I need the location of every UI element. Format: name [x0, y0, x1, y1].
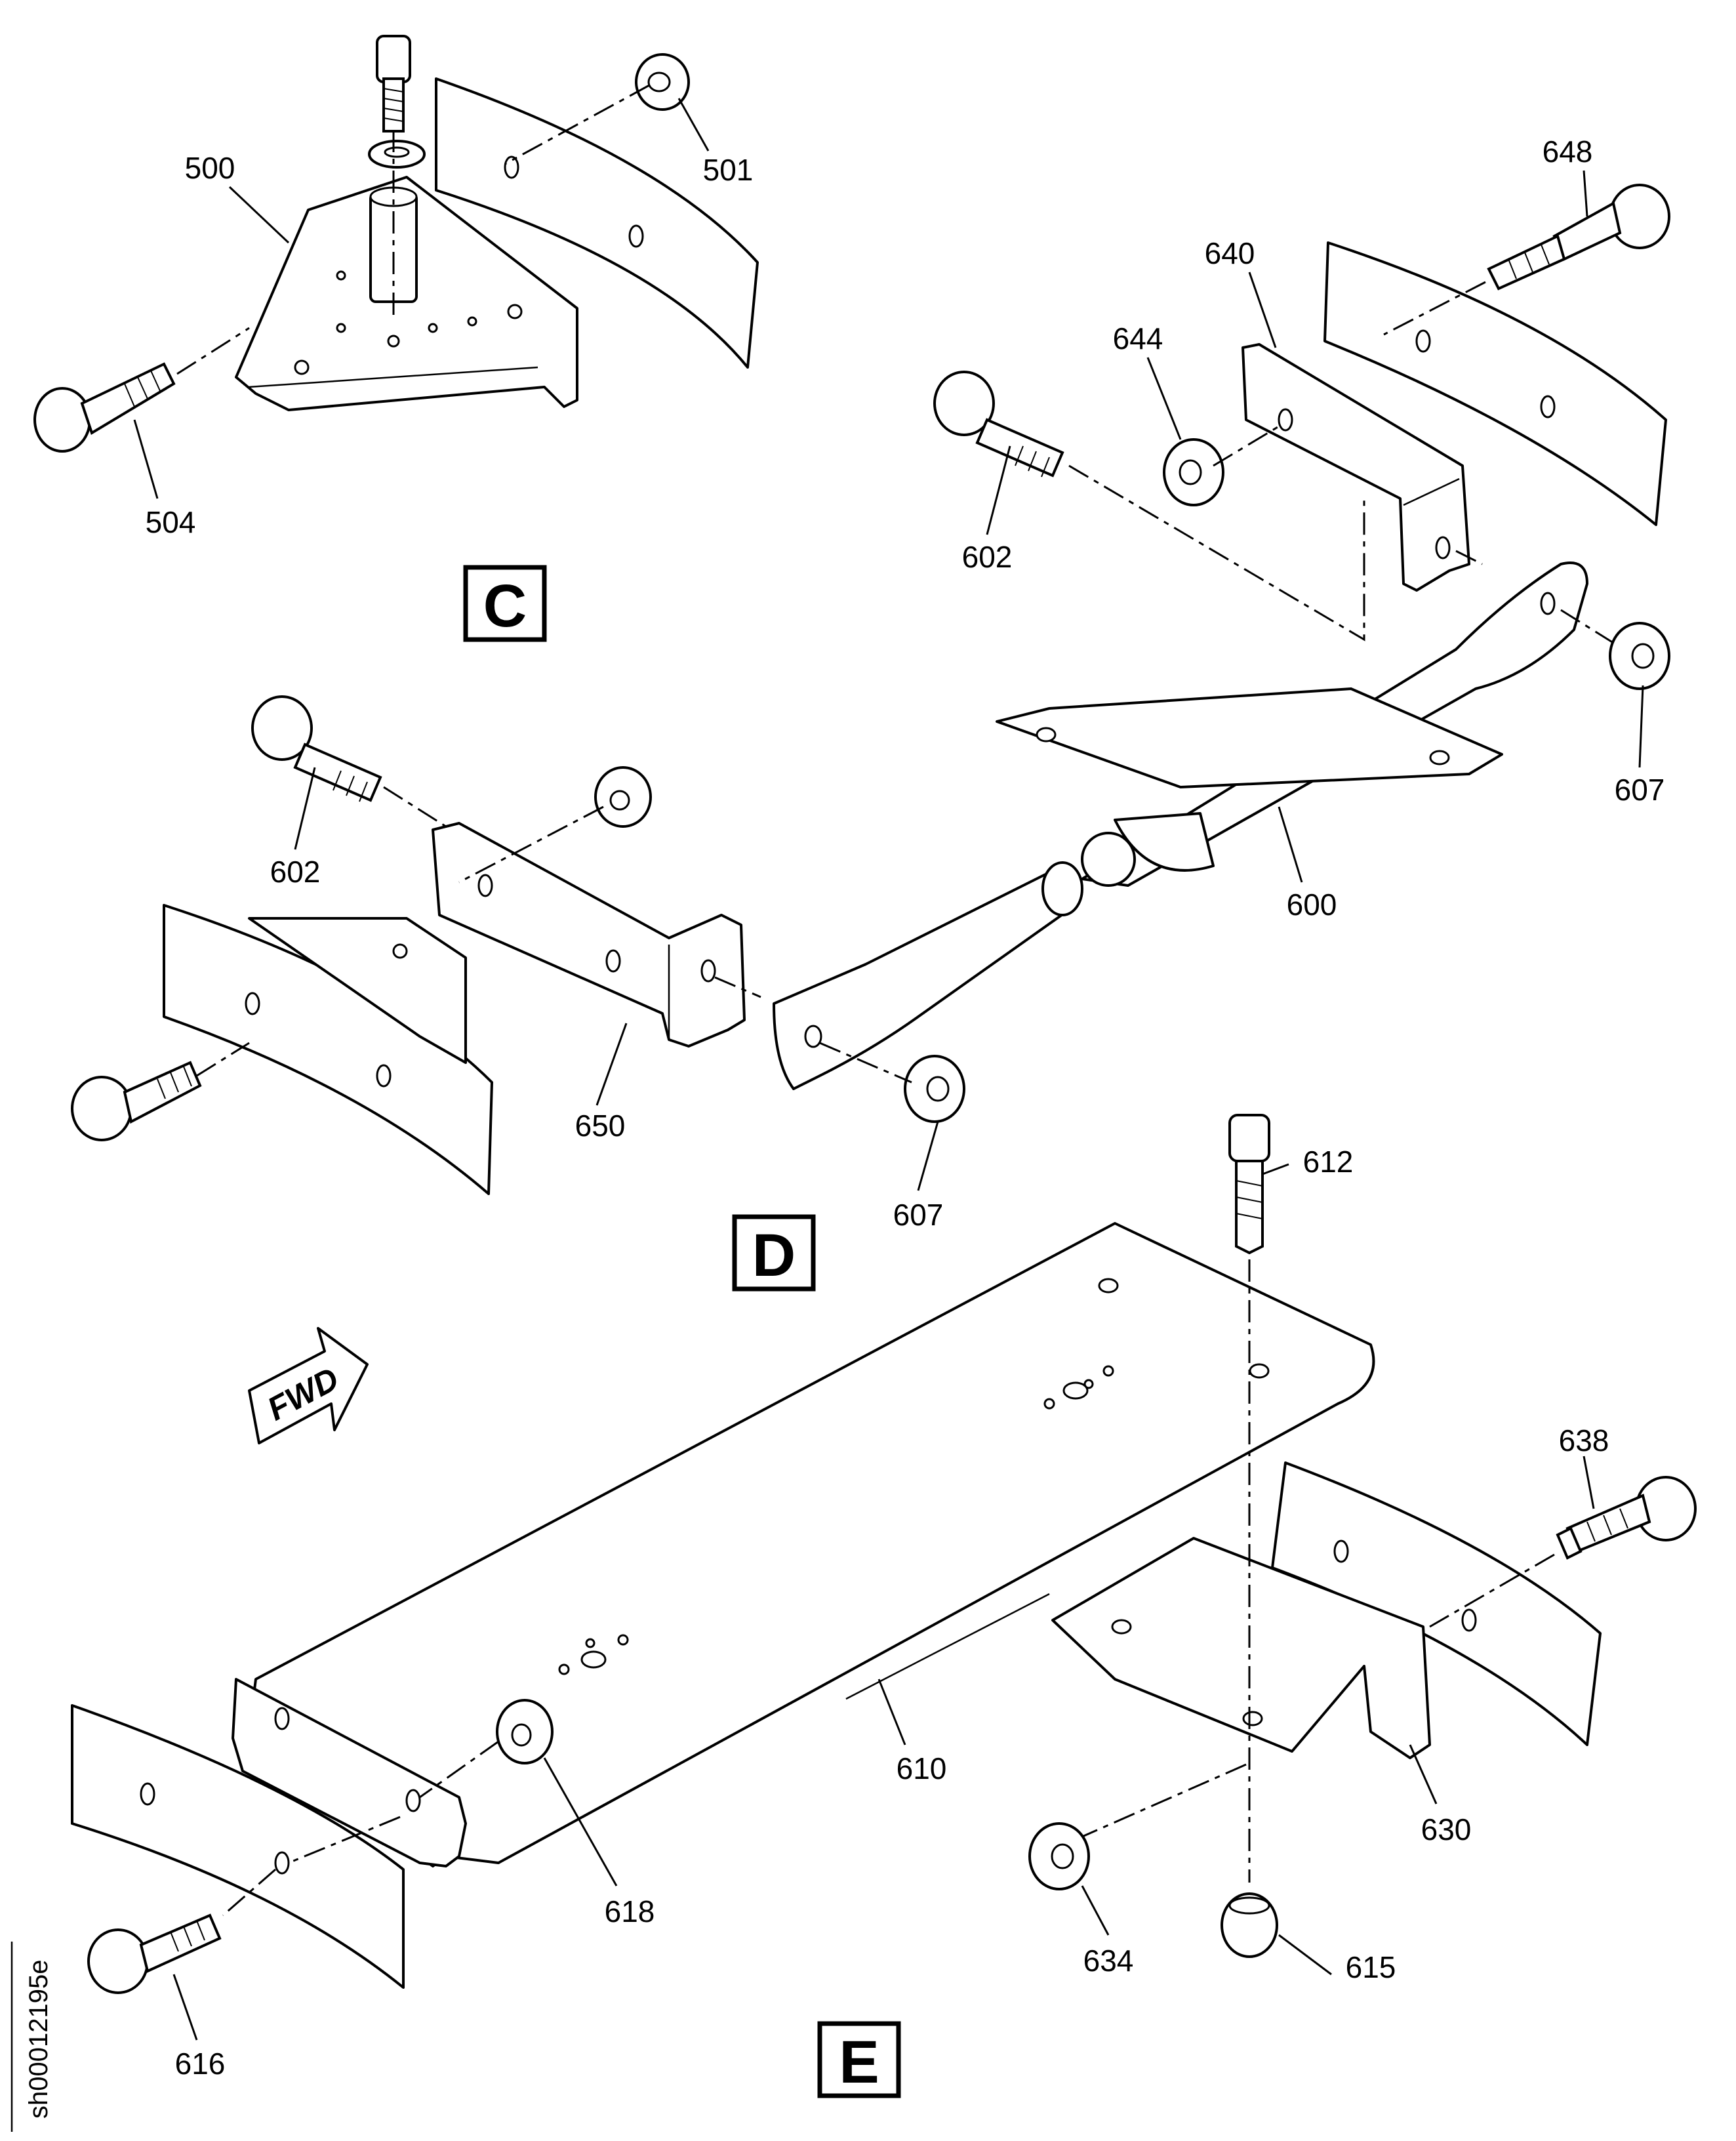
- bolt-top-c: [376, 35, 411, 83]
- callout-610: 610: [897, 1751, 947, 1785]
- callout-500: 500: [185, 151, 235, 185]
- nut-607-upper: [1609, 622, 1670, 690]
- callout-638: 638: [1559, 1423, 1609, 1458]
- view-label-d: D: [732, 1214, 816, 1292]
- callout-501: 501: [703, 153, 754, 187]
- nut-607-lower: [904, 1055, 965, 1123]
- svg-text:C: C: [483, 573, 527, 640]
- bolt-612: [1228, 1114, 1270, 1255]
- callout-600: 600: [1287, 887, 1337, 922]
- view-c-right-assembly: [933, 170, 1670, 642]
- callout-615: 615: [1346, 1950, 1396, 1984]
- nut-615: [1221, 1892, 1278, 1958]
- tube-600-left: [773, 871, 1077, 1090]
- bracket-630: [1051, 1537, 1431, 1759]
- angle-bracket-650: [432, 822, 746, 1048]
- rib-segment-c: [435, 77, 759, 369]
- svg-text:D: D: [752, 1222, 796, 1289]
- callout-630: 630: [1421, 1812, 1472, 1846]
- view-label-c: C: [463, 565, 547, 642]
- document-id: sh00012195e: [10, 1942, 53, 2132]
- callout-607-lower: 607: [893, 1198, 944, 1232]
- callout-634: 634: [1083, 1944, 1134, 1978]
- callout-650: 650: [575, 1109, 626, 1143]
- svg-text:E: E: [839, 2029, 879, 2096]
- view-e-assembly: [71, 1114, 1697, 2041]
- rib-segment-e-left: [71, 1704, 405, 1989]
- bolt-602-upper: [933, 371, 1064, 478]
- fwd-arrow-icon: FWD: [248, 1327, 369, 1444]
- view-c-assembly: [33, 35, 759, 499]
- svg-text:sh00012195e: sh00012195e: [24, 1960, 53, 2119]
- nut-634: [1028, 1822, 1090, 1890]
- callout-616: 616: [175, 2047, 226, 2081]
- nut-644: [1163, 438, 1224, 506]
- callout-602-lower: 602: [270, 855, 321, 889]
- callout-607-upper: 607: [1615, 773, 1665, 807]
- bolt-602-lower: [251, 695, 382, 802]
- callout-644: 644: [1113, 321, 1163, 356]
- callout-612: 612: [1303, 1145, 1354, 1179]
- bolt-616: [87, 1913, 222, 1994]
- bolt-view-d-left: [71, 1061, 202, 1141]
- callouts: 500 501 504 648 640 644 602 602 607 600 …: [146, 134, 1665, 2081]
- callout-648: 648: [1543, 134, 1593, 169]
- plate-610-flange: [232, 1678, 467, 1867]
- bolt-648: [1487, 184, 1670, 291]
- nut-view-d-top: [594, 766, 652, 828]
- bolt-638: [1556, 1476, 1697, 1560]
- rib-segment-d: [163, 904, 493, 1195]
- bolt-504: [33, 362, 176, 453]
- strap-bracket: [996, 687, 1503, 788]
- callout-504: 504: [146, 505, 196, 539]
- angle-bracket-640: [1241, 343, 1470, 592]
- callout-602-upper: 602: [962, 540, 1013, 574]
- callout-640: 640: [1205, 236, 1255, 270]
- nut-618: [496, 1699, 554, 1764]
- view-label-e: E: [817, 2021, 901, 2098]
- callout-618: 618: [605, 1894, 655, 1928]
- view-d-assembly: [71, 550, 1670, 1195]
- rib-segment-upper-right: [1323, 241, 1667, 526]
- nut-501: [635, 53, 690, 111]
